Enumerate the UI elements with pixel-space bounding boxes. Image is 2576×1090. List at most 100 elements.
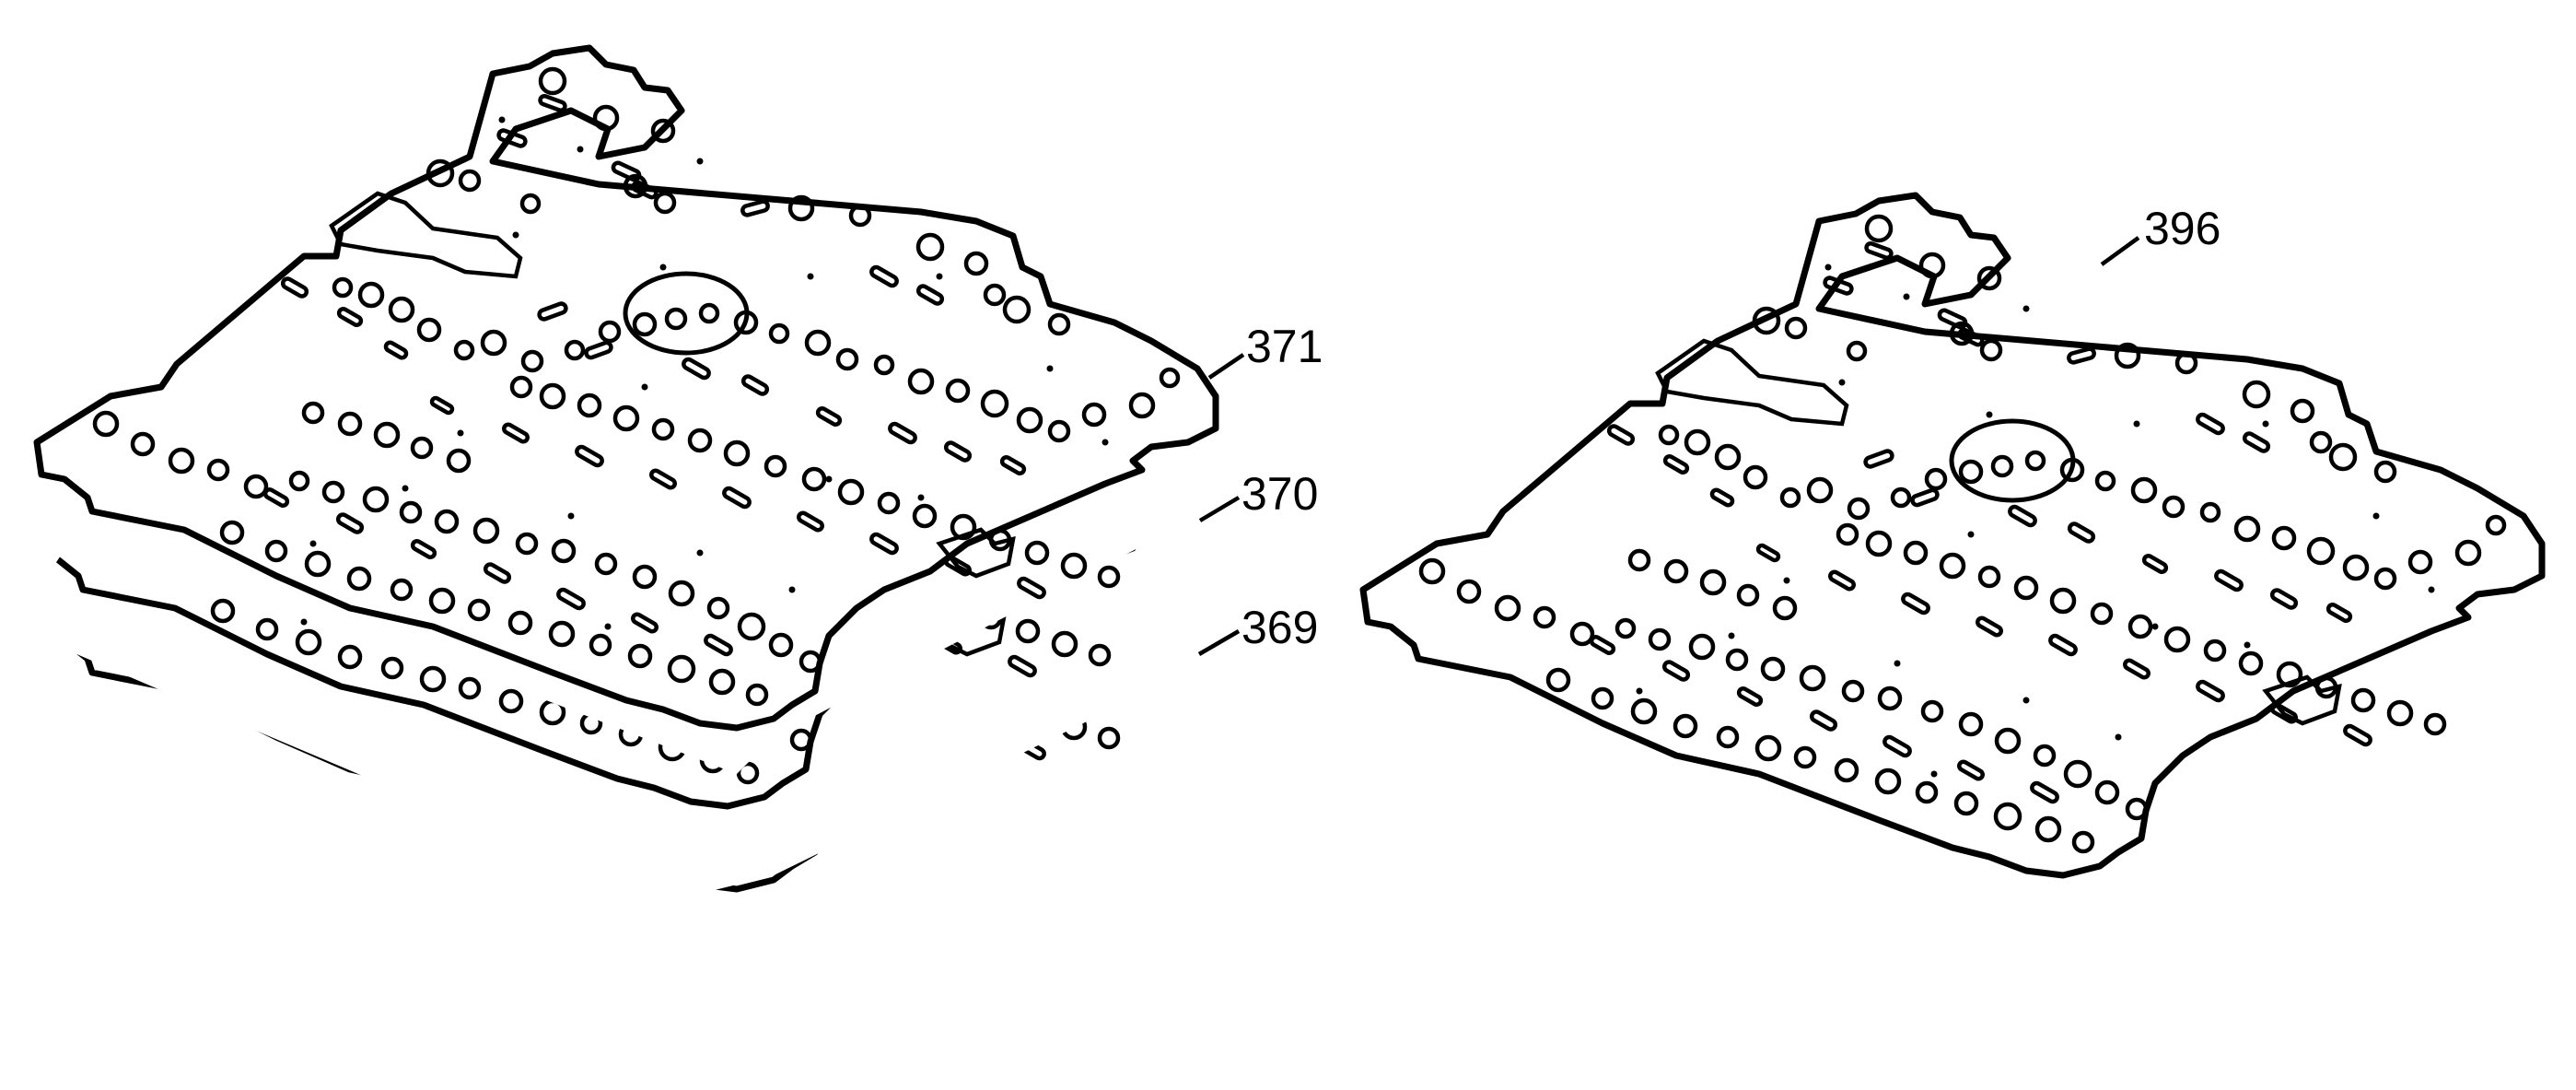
round-port — [737, 612, 766, 641]
round-port — [380, 656, 404, 680]
callout-370: 370 — [1241, 468, 1318, 520]
slot-port — [584, 340, 613, 360]
orifice-dot — [595, 701, 602, 709]
round-port — [668, 580, 695, 607]
round-port — [1714, 443, 1742, 471]
round-port — [419, 665, 447, 693]
orifice-dot — [825, 475, 833, 483]
slot-port — [944, 603, 971, 624]
slot-port — [740, 374, 770, 396]
round-port — [373, 421, 401, 449]
callout-396: 396 — [2144, 203, 2220, 254]
slot-port — [1864, 241, 1894, 260]
slot-port — [1957, 759, 1985, 781]
orifice-dot — [788, 586, 796, 593]
orifice-dot — [604, 623, 612, 630]
round-port — [632, 311, 658, 337]
round-port — [416, 317, 442, 343]
round-port — [2130, 476, 2158, 504]
flow-pocket — [927, 605, 1007, 657]
slot-port — [1661, 660, 1691, 682]
orifice-dot — [2262, 420, 2269, 428]
round-port — [733, 310, 759, 335]
round-port — [1990, 454, 2014, 478]
round-port — [1979, 338, 2003, 362]
round-port — [1051, 630, 1078, 658]
slot-port — [860, 610, 890, 634]
round-port — [2309, 430, 2333, 454]
round-port — [458, 676, 482, 700]
round-port — [1673, 713, 1698, 739]
slot-port — [631, 180, 659, 200]
round-port — [2485, 514, 2507, 536]
slot-port — [335, 512, 365, 534]
slot-port — [483, 562, 512, 584]
round-port — [1658, 424, 1680, 446]
slot-port — [410, 539, 437, 559]
round-port — [507, 771, 533, 797]
round-port — [1128, 392, 1156, 419]
round-port — [1024, 701, 1050, 727]
slot-port — [2343, 723, 2372, 747]
leader-370 — [1198, 496, 1241, 522]
round-port — [446, 448, 472, 474]
round-port — [1097, 726, 1121, 750]
round-port — [410, 436, 434, 460]
round-port — [1784, 316, 1808, 340]
round-port — [1915, 780, 1939, 804]
round-port — [2049, 587, 2077, 615]
slot-port — [1937, 308, 1968, 330]
slot-port — [1828, 569, 1856, 592]
slot-port — [1976, 615, 2003, 638]
round-port — [1920, 699, 1944, 723]
slot-port — [538, 94, 567, 112]
round-port — [264, 700, 288, 724]
orifice-dot — [2133, 420, 2140, 428]
round-port — [2063, 759, 2092, 789]
round-port — [467, 598, 491, 622]
round-port — [650, 118, 676, 144]
round-port — [651, 417, 675, 441]
slot-port — [944, 716, 972, 738]
round-port — [548, 620, 576, 648]
slot-port — [1882, 734, 1912, 758]
round-port — [1958, 459, 1984, 485]
round-port — [945, 378, 971, 404]
round-port — [2199, 501, 2221, 523]
round-port — [837, 639, 865, 667]
round-port — [1456, 579, 1482, 604]
round-port — [519, 193, 542, 215]
round-port — [988, 528, 1012, 552]
round-port — [835, 347, 859, 371]
orifice-dot — [577, 146, 584, 153]
round-port — [2163, 626, 2191, 653]
round-port — [1903, 540, 1929, 566]
round-port — [801, 466, 827, 492]
round-port — [2242, 380, 2271, 409]
round-port — [598, 320, 622, 344]
round-port — [2386, 699, 2414, 727]
orifice-dot — [1838, 379, 1846, 386]
leader-371 — [1207, 353, 1245, 380]
round-port — [346, 727, 372, 753]
slot-port — [280, 276, 309, 299]
round-port — [653, 191, 677, 215]
orifice-dot — [498, 116, 506, 123]
round-port — [1097, 565, 1121, 589]
round-port — [950, 513, 977, 541]
round-port — [428, 587, 456, 615]
round-port — [594, 552, 618, 576]
round-port — [1060, 713, 1088, 741]
slot-port — [2196, 679, 2225, 703]
round-port — [837, 478, 865, 506]
round-port — [1716, 725, 1740, 749]
orifice-dot — [1092, 517, 1100, 524]
round-port — [564, 339, 586, 361]
slot-port — [1709, 487, 1735, 508]
orifice-dot — [512, 231, 519, 239]
slot-port — [1017, 576, 1046, 600]
round-port — [434, 509, 460, 534]
round-port — [2162, 495, 2186, 519]
round-port — [768, 322, 790, 345]
round-port — [1779, 486, 1801, 509]
